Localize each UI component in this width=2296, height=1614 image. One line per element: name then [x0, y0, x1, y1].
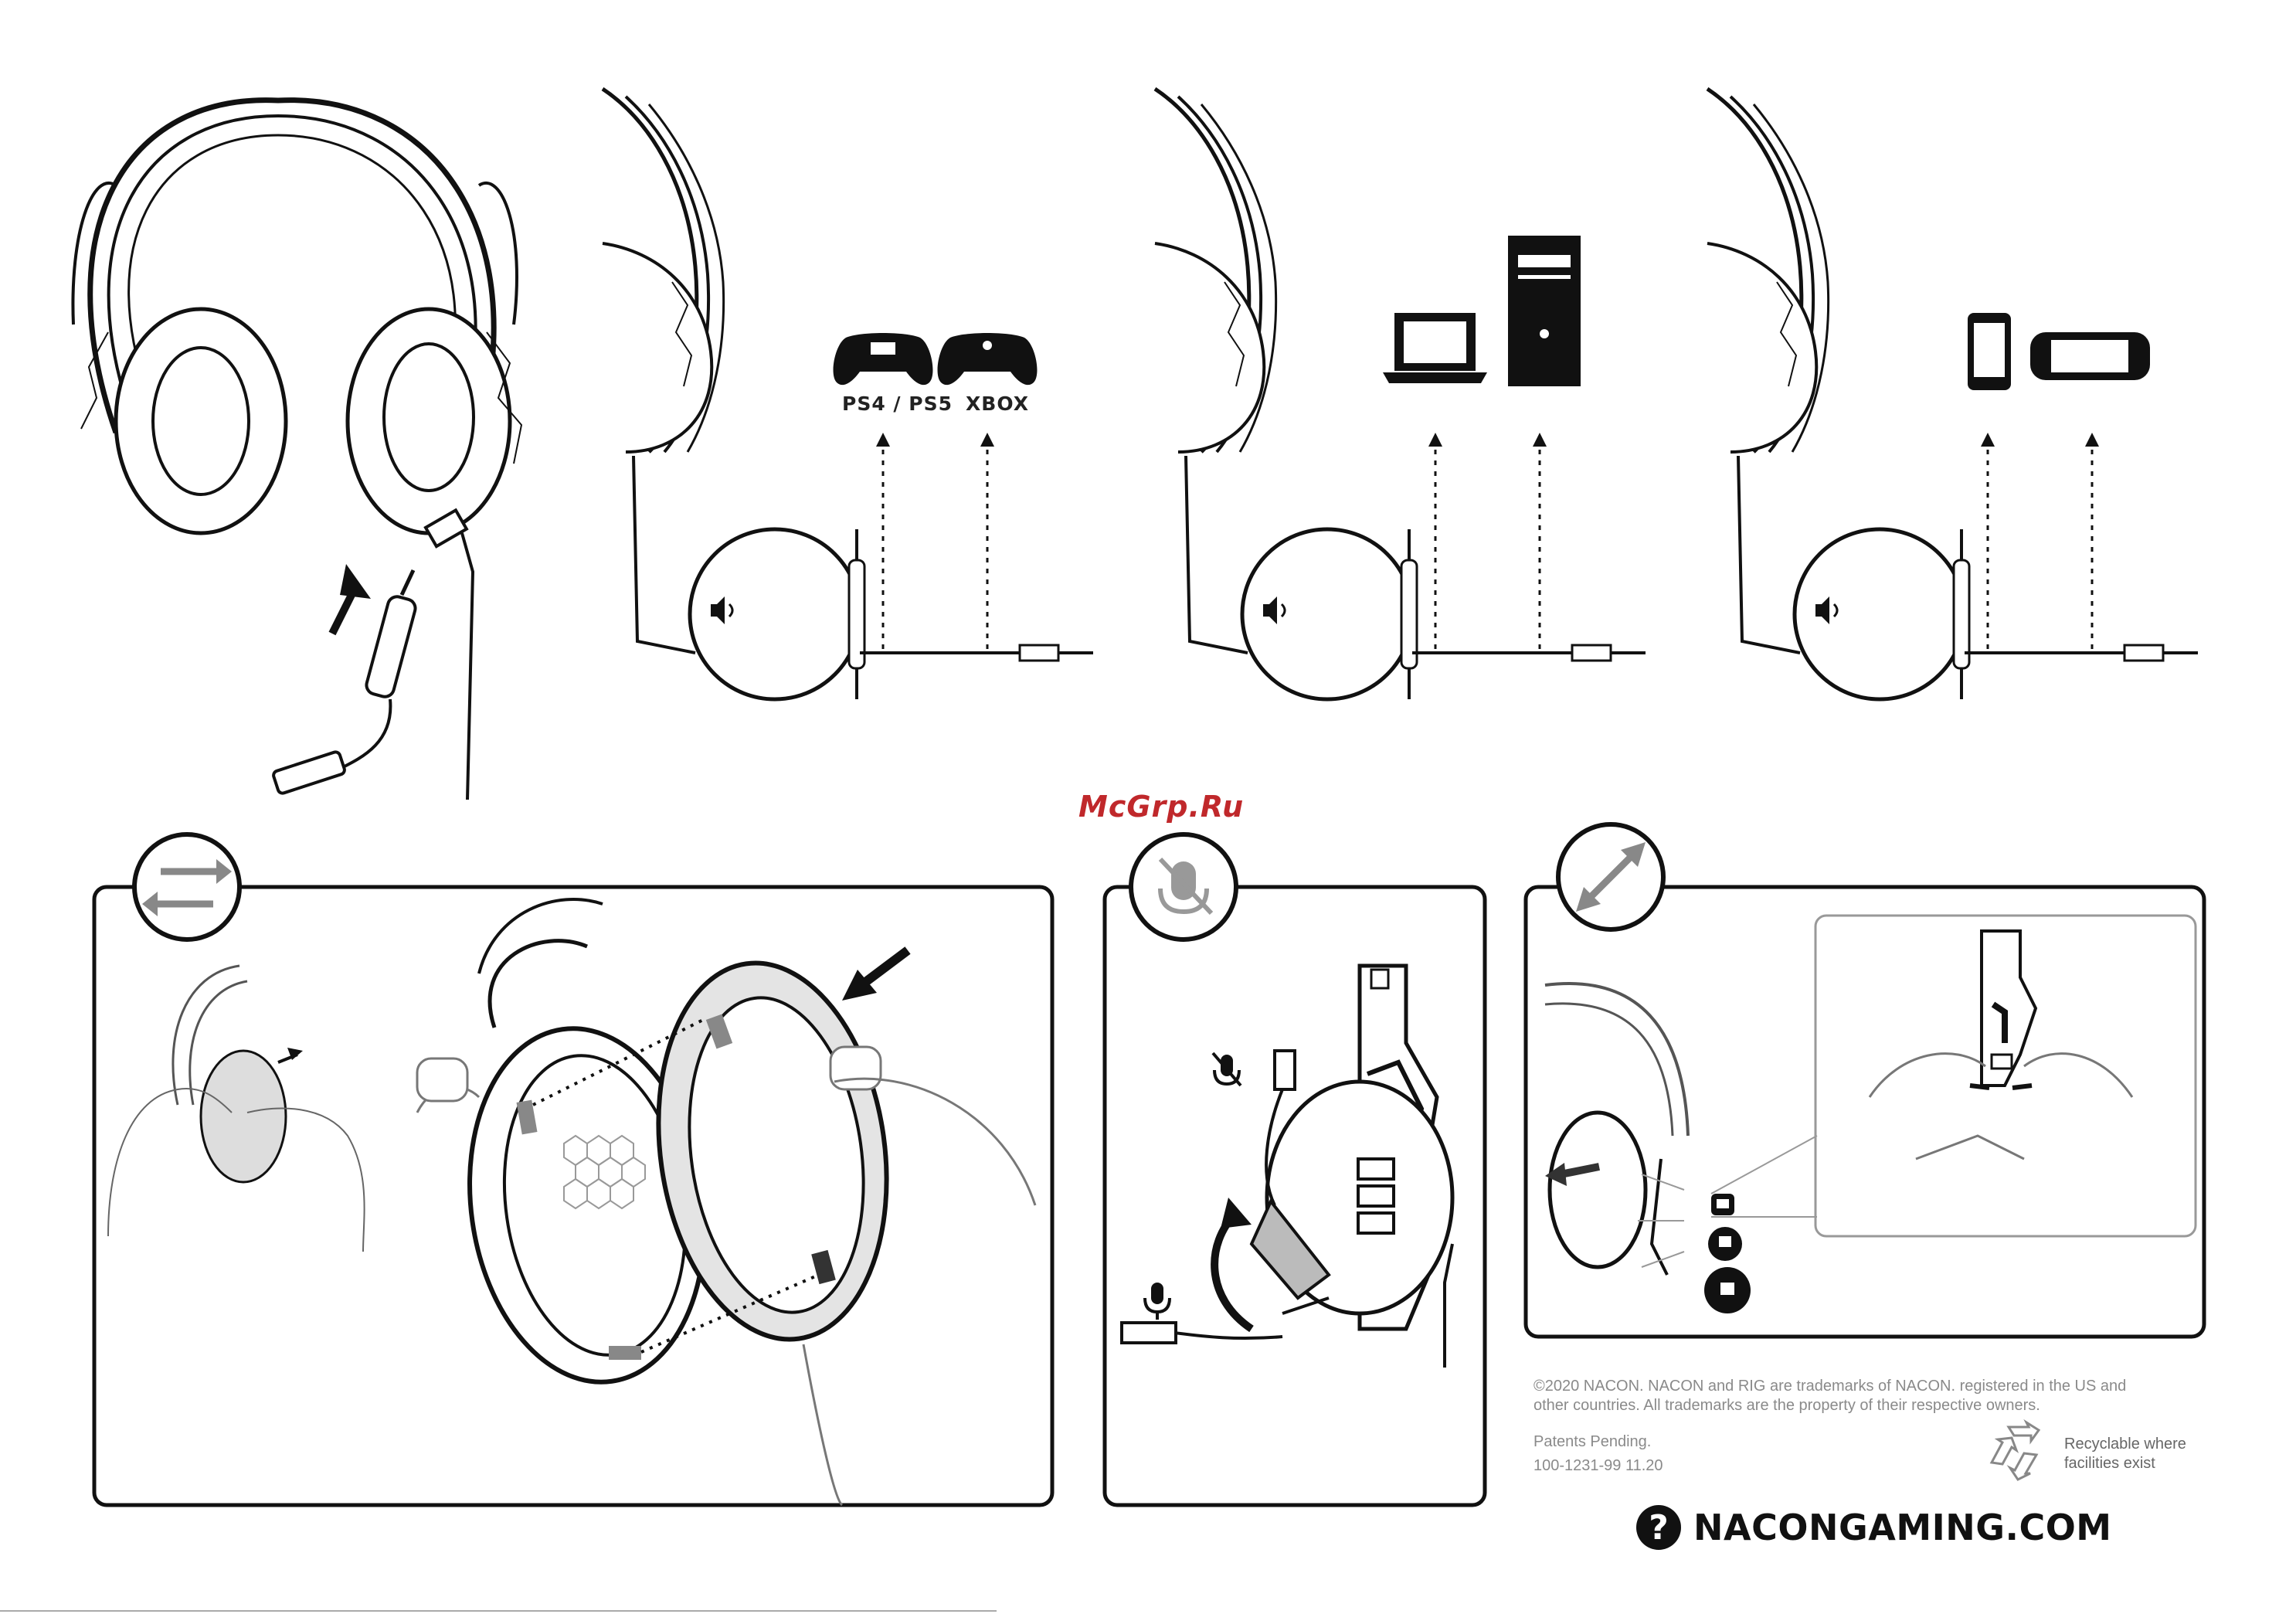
size-setting-1 [1711, 1194, 1734, 1215]
copyright-text: ©2020 NACON. NACON and RIG are trademark… [1533, 1377, 2126, 1415]
copyright-line-2: other countries. All trademarks are the … [1533, 1396, 2126, 1415]
playstation-gamepad-icon [834, 333, 933, 385]
mic-mute-panel [1105, 834, 1485, 1505]
laptop-icon [1383, 313, 1487, 383]
recycle-text: Recyclable where facilities exist [2064, 1435, 2186, 1473]
handheld-console-icon [2030, 332, 2150, 380]
help-website: ? NACONGAMING.COM [1636, 1505, 2112, 1550]
push-direction-arrow [842, 950, 908, 1001]
part-number: 100-1231-99 11.20 [1533, 1456, 1663, 1476]
size-setting-3 [1704, 1267, 1751, 1313]
xbox-gamepad-icon [938, 333, 1038, 385]
size-adjust-panel [1526, 824, 2204, 1337]
patents-text: Patents Pending. [1533, 1432, 1651, 1452]
resize-arrow-icon [1558, 824, 1663, 929]
rotate-direction-arrow [1214, 1198, 1252, 1329]
ps-platform-label: PS4 / PS5 [842, 392, 953, 415]
active-mic-small-icon [1145, 1283, 1170, 1320]
mobile-connection-panel [1707, 89, 2198, 699]
xbox-platform-label: XBOX [966, 392, 1029, 415]
muted-mic-small-icon [1213, 1053, 1241, 1086]
website-link[interactable]: NACONGAMING.COM [1693, 1507, 2112, 1548]
watermark: McGrp.Ru [1078, 790, 1244, 824]
size-setting-2 [1708, 1227, 1742, 1261]
copyright-line-1: ©2020 NACON. NACON and RIG are trademark… [1533, 1377, 2126, 1396]
help-question-icon: ? [1636, 1505, 1681, 1550]
pc-connection-panel [1155, 89, 1646, 699]
recycle-line-1: Recyclable where [2064, 1435, 2186, 1454]
desktop-tower-icon [1508, 236, 1581, 386]
smartphone-icon [1968, 313, 2011, 390]
mic-insert-arrow [332, 564, 371, 634]
recycle-line-2: facilities exist [2064, 1454, 2186, 1473]
earpad-swap-panel [94, 834, 1052, 1505]
recycle-icon [1992, 1422, 2039, 1480]
headset-front-illustration [73, 100, 521, 800]
swap-arrows-icon [134, 834, 239, 940]
mic-mute-icon [1131, 834, 1236, 940]
